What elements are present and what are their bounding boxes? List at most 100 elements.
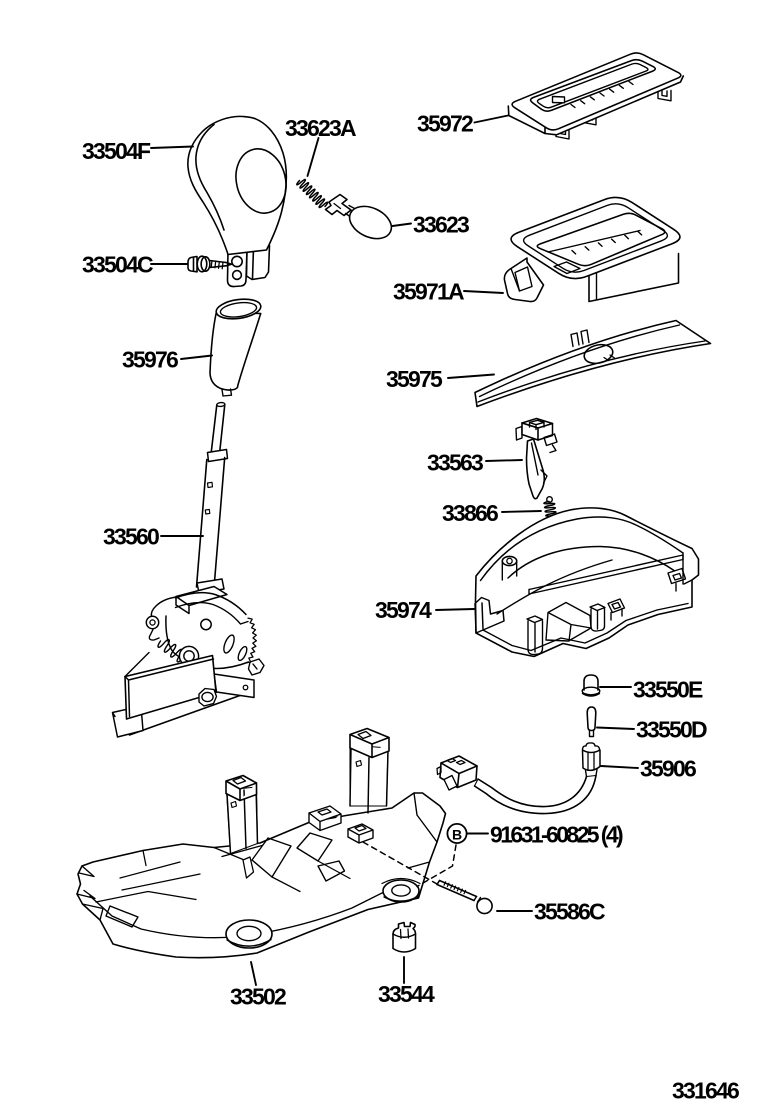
button-clip <box>324 193 352 217</box>
spring-33866 <box>543 500 558 519</box>
callout-33504C: 33504C <box>82 252 188 278</box>
rpost-body <box>349 747 389 814</box>
plate-slot-inner <box>536 62 649 109</box>
bulb-bottom <box>581 692 601 697</box>
callout-33550E: 33550E <box>599 677 705 703</box>
strip-hole <box>583 343 614 365</box>
screw-washer-2 <box>200 256 211 272</box>
hood-arc-1 <box>174 591 247 616</box>
leader-line-33502 <box>250 961 257 986</box>
bolt-symbol-circle <box>446 823 468 845</box>
callout-35974: 35974 <box>375 597 475 623</box>
callout-33623: 33623 <box>391 212 471 238</box>
hook-arm <box>150 596 177 618</box>
part-33866-spring <box>543 496 558 519</box>
callout-35975: 35975 <box>386 366 495 392</box>
knob-stem-hole-1 <box>231 255 243 268</box>
clamp-bracket <box>198 687 218 707</box>
part-number-label-33866: 33866 <box>442 500 498 526</box>
shaft-top-cap <box>216 401 226 408</box>
part-33623a-spring <box>296 178 329 209</box>
part-number-label-35975: 35975 <box>386 366 443 392</box>
part-33550d-cap <box>586 706 597 738</box>
housing-post <box>501 560 518 581</box>
hook-eye <box>145 615 160 630</box>
connector-tab <box>443 774 458 791</box>
dash-bracket-to-bolt <box>362 841 438 885</box>
housing-clip-3 <box>667 567 687 592</box>
part-number-label-35971A: 35971A <box>393 279 464 305</box>
callout-35976: 35976 <box>122 347 213 373</box>
socket-taper <box>584 768 598 778</box>
screw-washer <box>196 255 208 273</box>
housing-silhouette <box>474 507 700 658</box>
callout-33866: 33866 <box>442 500 542 526</box>
part-number-label-33544: 33544 <box>378 981 435 1007</box>
plate-slot-b <box>237 645 248 662</box>
part-number-label-91631-608254: 91631-60825 (4) <box>490 822 623 848</box>
rpost-cap-hole <box>357 730 372 740</box>
part-35974-housing <box>474 507 700 658</box>
lpost-bodyfill <box>225 786 259 855</box>
wire-inner <box>473 774 597 815</box>
callout-35972: 35972 <box>417 111 509 137</box>
plate-top-face <box>511 52 682 131</box>
lever-spring <box>157 638 190 663</box>
bezel-flap-hole <box>514 266 533 292</box>
part-33544-clamp <box>392 921 417 953</box>
part-number-label-33504F: 33504F <box>82 138 151 164</box>
part-35971a-bezel <box>503 196 681 303</box>
connector-pins <box>446 757 466 766</box>
housing-foot-1 <box>526 615 544 656</box>
part-number-label-33623A: 33623A <box>285 115 356 141</box>
bezel-opening <box>536 212 666 267</box>
housing-rail <box>528 554 684 595</box>
bolt-shaft <box>436 879 478 902</box>
block-a-hole <box>317 808 332 816</box>
part-35975-strip <box>474 319 712 408</box>
bolt-threads <box>443 881 467 895</box>
part-number-label-33550D: 33550D <box>636 717 707 743</box>
block-b <box>347 823 374 844</box>
housing-rim-inner <box>482 602 689 652</box>
clamp-mid <box>392 933 417 938</box>
lockplate-blade-line <box>530 442 539 476</box>
lockplate-latch <box>543 433 558 454</box>
callout-33504F: 33504F <box>82 138 194 164</box>
knob-opening <box>235 148 287 214</box>
strip-notch <box>570 329 590 348</box>
cone-notch <box>221 388 233 397</box>
part-number-label-35906: 35906 <box>640 756 696 782</box>
bolt-locator-dashes <box>362 841 457 888</box>
part-number-label-33550E: 33550E <box>633 677 703 703</box>
figure-number-text: 331646 <box>672 1078 739 1104</box>
lpost-base <box>221 844 263 858</box>
bushing-left-outer <box>225 919 273 949</box>
slab-back-line <box>124 651 150 678</box>
housing-post-hole <box>506 557 513 565</box>
bushing-right-outer <box>382 879 420 903</box>
callout-33550D: 33550D <box>596 717 709 743</box>
cutout-2 <box>296 832 333 862</box>
part-number-label-35974: 35974 <box>375 597 432 623</box>
slab-edges <box>124 658 215 718</box>
bushing-right-side <box>383 895 419 902</box>
lpost-cap-hole <box>232 776 247 785</box>
arm-hole <box>242 684 249 691</box>
part-35972-plate <box>507 52 685 140</box>
plate-ticks <box>570 80 634 109</box>
clamp-eye <box>201 691 214 703</box>
part-number-label-33502: 33502 <box>230 984 286 1010</box>
housing-mid-arc <box>479 516 684 582</box>
screw-threads <box>210 260 224 270</box>
shaft-upper <box>210 403 226 454</box>
bulb-flange <box>581 686 601 696</box>
strip-bottom-inner <box>477 340 706 403</box>
shaft-lower <box>195 456 226 588</box>
part-number-label-35972: 35972 <box>417 111 473 137</box>
wire-fill <box>473 774 597 815</box>
callout-33563: 33563 <box>427 450 523 476</box>
bezel-skirt <box>588 252 680 303</box>
housing-clip-2 <box>607 598 626 621</box>
